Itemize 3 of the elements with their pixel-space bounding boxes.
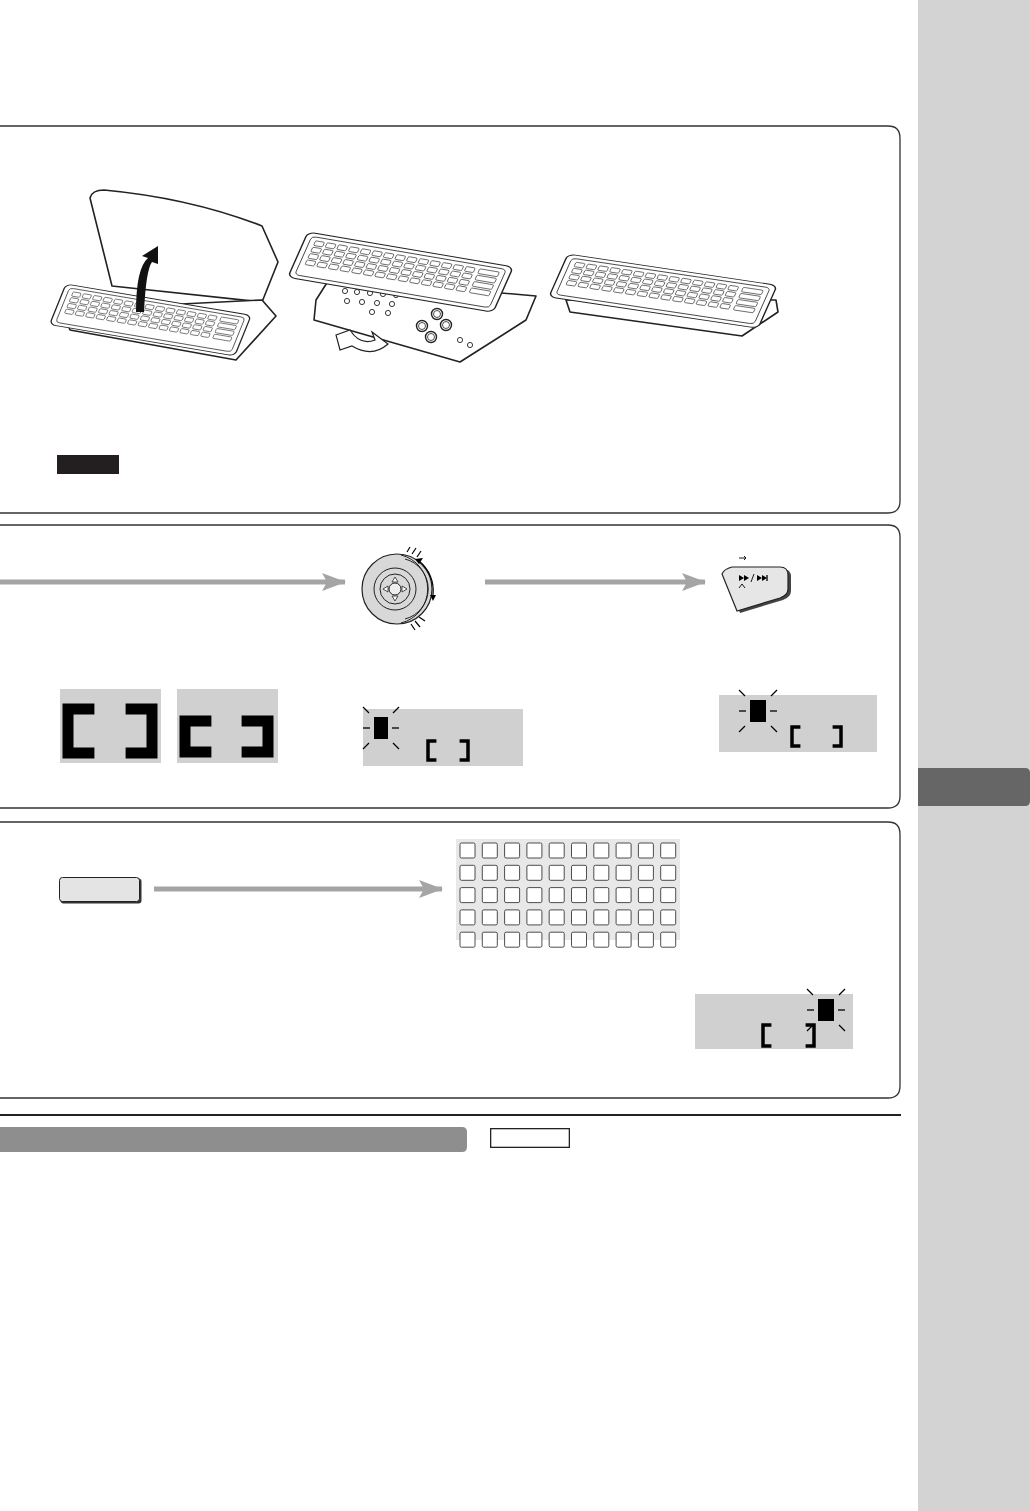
arrow [154, 880, 443, 898]
arrow [485, 573, 706, 591]
arrow [0, 573, 346, 591]
